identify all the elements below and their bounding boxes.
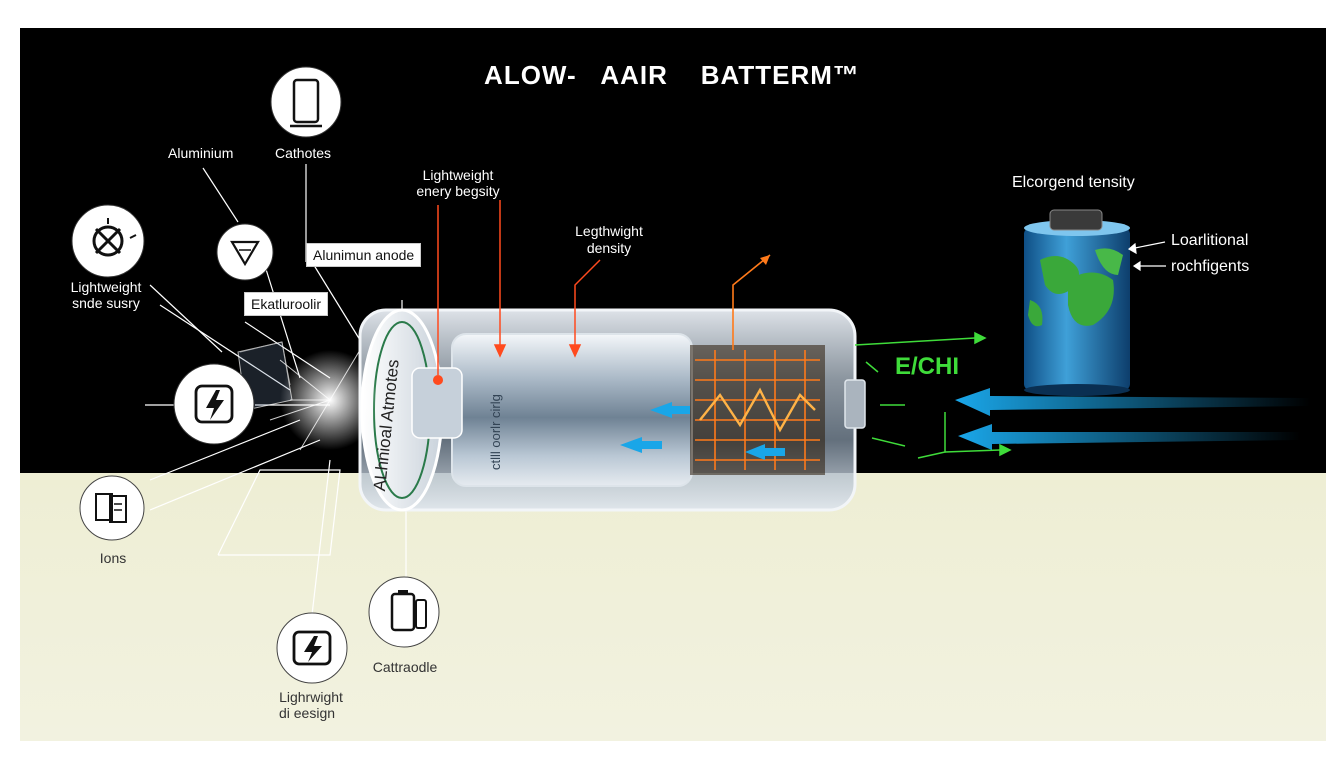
label-ions: Ions [99, 550, 127, 566]
flow-arrows [854, 331, 1012, 459]
label-aluminium: Aluminium [168, 145, 234, 161]
battery-tube [358, 308, 866, 512]
label-lightweight-side-1: Lightweight [70, 279, 142, 295]
floor-background [20, 473, 1326, 741]
label-electrolyte: Ekatluroolir [244, 292, 329, 316]
label-energy-density: Elcorgend tensity [1012, 174, 1135, 191]
pages-icon [79, 475, 145, 541]
battery-icon [368, 576, 440, 648]
label-traditional-2: rochfigents [1171, 258, 1250, 275]
label-lightweight-design-1: Lighrwight [279, 689, 343, 705]
label-lightweight-energy-2: enery begsity [416, 183, 500, 199]
lightning-icon [276, 612, 348, 684]
label-cathodes: Cathotes [275, 145, 332, 161]
label-vertical-core: ctlll oorlr cirlg [488, 394, 503, 470]
lightning-icon [173, 363, 255, 445]
ion-arrows [620, 402, 785, 460]
label-lightweight-energy-1: Lightweight [422, 167, 494, 183]
label-traditional-1: Loarlitional [1171, 232, 1249, 249]
energy-streaks [955, 388, 1310, 450]
gear-icon [71, 204, 145, 278]
label-lightweight-side-2: snde susry [72, 295, 140, 311]
diagram-title: ALOW- AAIR BATTERM™ [484, 60, 860, 90]
traditional-battery [1024, 209, 1130, 396]
label-aluminum-anode: Alunimun anode [306, 243, 422, 267]
circuit-wires [695, 254, 820, 470]
label-lightweight-density-1: Legthwight [575, 223, 643, 239]
label-green-echi: E/CHI [895, 353, 960, 380]
current-arrows [437, 200, 601, 375]
phone-icon [270, 66, 342, 138]
label-cattraodle: Cattraodle [372, 659, 438, 675]
funnel-icon [216, 223, 274, 281]
label-lightweight-density-2: density [586, 240, 632, 256]
label-lightweight-design-2: di eesign [278, 705, 336, 721]
